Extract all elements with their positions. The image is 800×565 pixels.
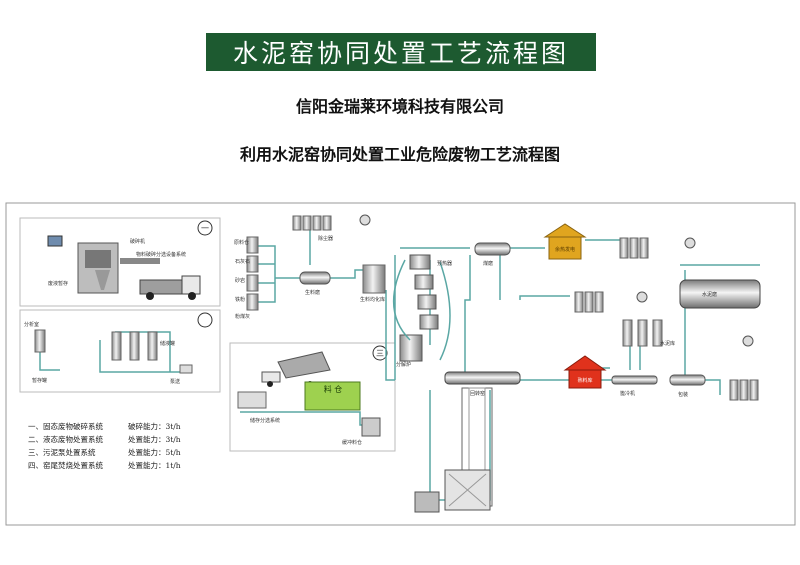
panel2-label-1: 暂存罐 (32, 377, 47, 384)
coal-mill-icon (474, 242, 511, 256)
diagram-subtitle: 利用水泥窑协同处置工业危险废物工艺流程图 (239, 145, 560, 164)
panel3-label-1: 储存分选系统 (250, 417, 280, 424)
cooler-label: 篦冷机 (620, 390, 635, 397)
panel-number-1: 一 (201, 224, 209, 233)
red-house: 熟料库 (563, 355, 607, 389)
fan-icon (359, 214, 371, 226)
legend: 一、固态废物破碎系统 破碎能力：3t/h 二、液态废物处置系统 处置能力：3t/… (28, 421, 181, 470)
dust-top-label: 除尘器 (318, 235, 333, 242)
dust-collector-mid (574, 291, 648, 313)
panel3-label-0: 料 仓 (324, 384, 343, 394)
company-name: 信阳金瑞莱环境科技有限公司 (295, 97, 504, 116)
panel-number-3: 三 (376, 349, 384, 358)
banner-title: 水泥窑协同处置工艺流程图 (206, 33, 596, 71)
rotary-kiln-icon (444, 371, 521, 385)
dust-collector-top: 除尘器 (292, 214, 371, 242)
panel2-label-3: 泵送 (170, 378, 180, 385)
gold-house-label: 余热发电 (555, 246, 575, 253)
coal-mill-label: 煤磨 (483, 260, 493, 267)
silo-label-1: 石灰石 (235, 258, 250, 265)
packing-separator-icon (669, 374, 706, 386)
silo-label-3: 铁粉 (235, 296, 245, 303)
legend-item-1-capacity: 破碎能力：3t/h (128, 421, 181, 431)
silo-label-2: 砂岩 (235, 277, 245, 284)
raw-mill-label: 生料磨 (305, 289, 320, 296)
process-pipes (258, 230, 760, 501)
silo-4 (246, 293, 259, 311)
cement-mill-label: 水泥磨 (702, 291, 717, 298)
panel-sludge: 三 料 仓 储存分选系统 缓冲料仓 (229, 342, 396, 452)
preheater-label: 预热器 (437, 260, 452, 267)
panel2-label-0: 分析室 (24, 321, 39, 328)
raw-mill-icon (299, 271, 331, 285)
cement-silos: 水泥库 (622, 319, 675, 347)
panel2-label-2: 储液罐 (160, 340, 175, 347)
panel-number-badge-2 (197, 312, 213, 328)
cement-mill-icon (679, 279, 761, 309)
decomposer-label: 分解炉 (396, 361, 411, 368)
panel-number-badge-1 (197, 220, 213, 236)
dust-collector-right (619, 237, 696, 259)
silo-3 (246, 274, 259, 292)
cooler-icon (611, 375, 658, 385)
legend-item-3-capacity: 处置能力：5t/h (128, 447, 181, 457)
legend-item-4-name: 四、窑尾焚烧处置系统 (28, 460, 103, 470)
cement-silo-label: 水泥库 (660, 340, 675, 347)
panel1-label-1: 物料破碎分选设备系统 (136, 251, 186, 258)
panel1-label-2: 废液暂存 (48, 280, 68, 287)
silo-label-0: 原料仓 (234, 239, 249, 246)
fan-right-icon (742, 335, 754, 347)
silo-2 (246, 255, 259, 273)
panel-liquid-waste: 分析室 暂存罐 储液罐 泵送 (19, 309, 221, 393)
waste-heat-house: 余热发电 (543, 223, 587, 260)
legend-item-2-name: 二、液态废物处置系统 (28, 434, 103, 444)
homogenizing-label: 生料均化库 (360, 296, 385, 303)
raw-material-silos: 原料仓 石灰石 砂岩 铁粉 粉煤灰 (234, 236, 259, 320)
red-house-label: 熟料库 (577, 377, 592, 384)
silo-1 (246, 236, 259, 254)
silo-label-4: 粉煤灰 (235, 313, 250, 320)
homogenizing-silo-icon (362, 264, 386, 294)
packing-label: 包装 (678, 391, 688, 398)
diagram-frame (5, 202, 796, 526)
legend-item-2-capacity: 处置能力：3t/h (128, 434, 181, 444)
panel3-label-2: 缓冲料仓 (342, 439, 362, 446)
dust-collector-bottom (729, 379, 759, 401)
legend-item-4-capacity: 处置能力：1t/h (128, 460, 181, 470)
legend-item-1-name: 一、固态废物破碎系统 (28, 421, 103, 431)
legend-item-3-name: 三、污泥泵处置系统 (28, 447, 96, 457)
panel-solid-waste: 一 破碎机 物料破碎分选设备系统 废液暂存 (19, 217, 221, 307)
feeding-shaft (414, 387, 493, 513)
preheater-tower: 预热器 分解炉 (393, 254, 452, 368)
panel1-label-0: 破碎机 (130, 238, 145, 245)
kiln-label: 回转窑 (470, 390, 485, 397)
panel-number-badge-3 (372, 345, 388, 361)
